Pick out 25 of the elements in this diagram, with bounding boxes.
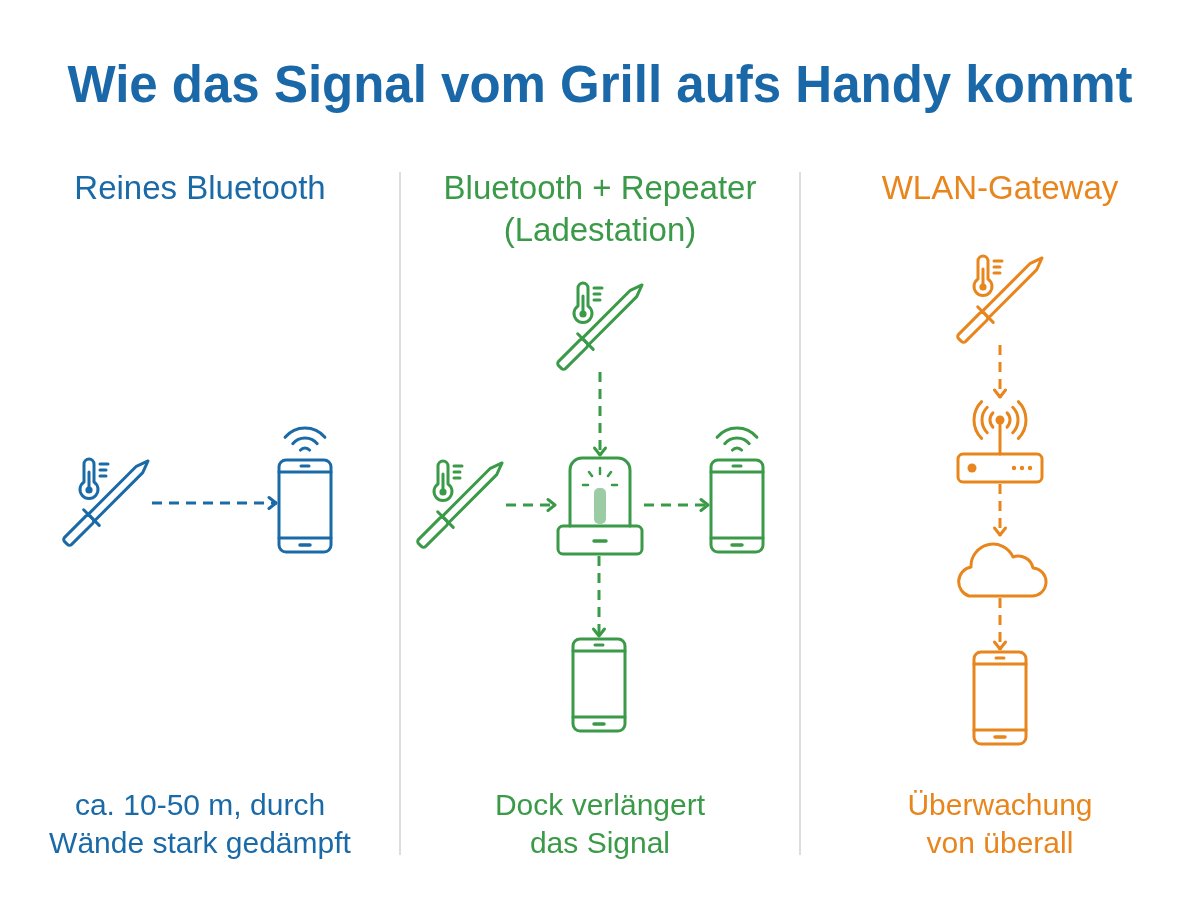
caption-text: ca. 10-50 m, durch Wände stark gedämpft xyxy=(48,787,352,861)
smartphone-wifi-icon xyxy=(277,424,333,554)
dashed-arrow xyxy=(152,496,278,510)
dashed-arrow xyxy=(592,556,606,638)
dashed-arrow xyxy=(506,498,557,512)
caption-text: Dock verlängert das Signal xyxy=(493,787,707,861)
column-heading: Reines Bluetooth xyxy=(74,168,326,208)
thermometer-probe-icon xyxy=(60,458,152,548)
thermometer-probe-icon xyxy=(414,460,506,550)
dashed-arrow xyxy=(593,372,607,457)
smartphone-wifi-icon xyxy=(709,424,765,554)
column-heading: WLAN-Gateway xyxy=(881,168,1119,208)
title: Wie das Signal vom Grill aufs Handy kommt xyxy=(67,55,1133,115)
caption-text: Überwachung von überall xyxy=(906,787,1094,861)
router-icon xyxy=(956,398,1044,484)
dashed-arrow xyxy=(993,484,1007,537)
thermometer-probe-icon xyxy=(554,282,646,372)
dashed-arrow xyxy=(993,345,1007,399)
thermometer-probe-icon xyxy=(954,255,1046,345)
column-heading: Bluetooth + Repeater (Ladestation) xyxy=(442,168,758,250)
dashed-arrow xyxy=(644,498,710,512)
smartphone-icon xyxy=(571,637,627,733)
charging-dock-icon xyxy=(556,456,644,556)
dashed-arrow xyxy=(993,598,1007,651)
smartphone-icon xyxy=(972,650,1028,746)
